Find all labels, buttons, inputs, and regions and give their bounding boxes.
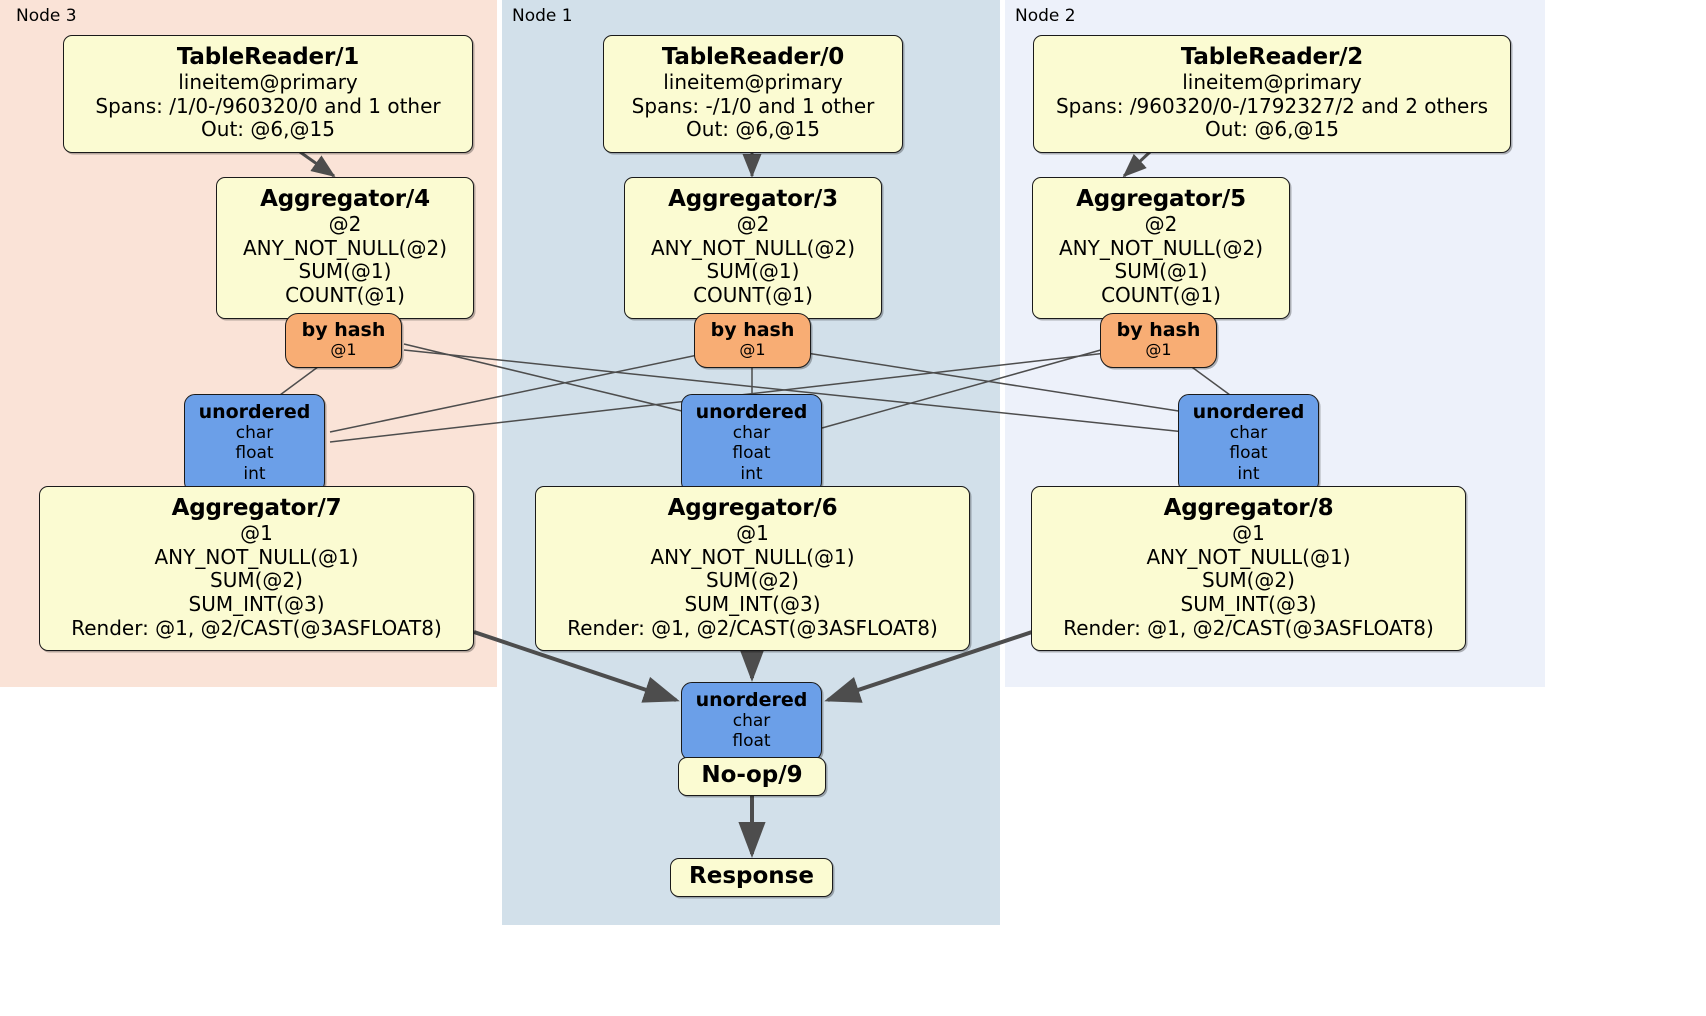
processor-title: No-op/9 [701,762,803,788]
processor-aggregator-4[interactable]: Aggregator/4 @2 ANY_NOT_NULL(@2) SUM(@1)… [216,177,474,319]
processor-detail: ANY_NOT_NULL(@2) [243,235,447,260]
processor-detail: SUM(@1) [706,259,800,284]
synchronizer-type: char [235,423,274,444]
processor-detail: lineitem@primary [178,70,358,95]
processor-detail: lineitem@primary [1182,70,1362,95]
processor-detail: Out: @6,@15 [686,117,820,142]
processor-detail: @2 [736,212,770,237]
synchronizer-type: float [732,731,771,752]
processor-detail: @2 [1144,212,1178,237]
processor-table-reader-2[interactable]: TableReader/2 lineitem@primary Spans: /9… [1033,35,1511,153]
processor-detail: ANY_NOT_NULL(@2) [1059,235,1263,260]
processor-detail: SUM(@2) [1202,568,1295,593]
synchronizer-type: int [740,463,763,484]
synchronizer-type: char [732,711,771,732]
processor-noop-9[interactable]: No-op/9 [678,757,826,797]
processor-title: Aggregator/7 [171,495,342,521]
processor-table-reader-1[interactable]: TableReader/1 lineitem@primary Spans: /1… [63,35,473,153]
synchronizer-unordered-center[interactable]: unordered char float int [681,394,822,493]
processor-detail: SUM_INT(@3) [188,591,325,616]
processor-detail: Spans: /1/0-/960320/0 and 1 other [95,93,441,118]
processor-detail: ANY_NOT_NULL(@1) [154,544,359,569]
router-detail: @1 [1145,340,1172,360]
processor-title: Response [689,863,814,889]
router-title: by hash [710,319,795,341]
router-title: by hash [301,319,386,341]
processor-response[interactable]: Response [670,858,833,898]
router-by-hash-center[interactable]: by hash @1 [694,313,811,369]
synchronizer-type: float [235,443,274,464]
processor-render: Render: @1, @2/CAST(@3ASFLOAT8) [1063,615,1434,640]
processor-title: Aggregator/6 [667,495,838,521]
synchronizer-type: float [732,443,771,464]
synchronizer-title: unordered [198,401,311,423]
region-node3-label: Node 3 [16,6,77,26]
region-node2-label: Node 2 [1015,6,1076,26]
processor-detail: SUM(@2) [706,568,799,593]
processor-detail: Out: @6,@15 [201,117,335,142]
processor-detail: lineitem@primary [663,70,843,95]
processor-detail: @2 [328,212,362,237]
processor-table-reader-0[interactable]: TableReader/0 lineitem@primary Spans: -/… [603,35,903,153]
processor-aggregator-7[interactable]: Aggregator/7 @1 ANY_NOT_NULL(@1) SUM(@2)… [39,486,474,652]
processor-detail: SUM(@2) [210,568,303,593]
processor-detail: COUNT(@1) [693,282,813,307]
processor-title: TableReader/2 [1180,44,1364,70]
processor-render: Render: @1, @2/CAST(@3ASFLOAT8) [567,615,938,640]
synchronizer-title: unordered [695,401,808,423]
region-node1-label: Node 1 [512,6,573,26]
processor-render: Render: @1, @2/CAST(@3ASFLOAT8) [71,615,442,640]
synchronizer-type: char [732,423,771,444]
processor-detail: SUM_INT(@3) [1180,591,1317,616]
synchronizer-type: char [1229,423,1268,444]
synchronizer-type: float [1229,443,1268,464]
processor-title: Aggregator/3 [668,186,838,212]
processor-detail: Spans: /960320/0-/1792327/2 and 2 others [1055,93,1488,118]
synchronizer-type: int [243,463,266,484]
synchronizer-type: int [1237,463,1260,484]
synchronizer-unordered-right[interactable]: unordered char float int [1178,394,1319,493]
processor-aggregator-8[interactable]: Aggregator/8 @1 ANY_NOT_NULL(@1) SUM(@2)… [1031,486,1466,652]
router-title: by hash [1116,319,1201,341]
processor-detail: ANY_NOT_NULL(@1) [1146,544,1351,569]
processor-title: TableReader/0 [661,44,845,70]
synchronizer-unordered-left[interactable]: unordered char float int [184,394,325,493]
synchronizer-unordered-final[interactable]: unordered char float [681,682,822,761]
processor-title: Aggregator/8 [1163,495,1334,521]
synchronizer-title: unordered [1192,401,1305,423]
synchronizer-title: unordered [695,689,808,711]
router-by-hash-left[interactable]: by hash @1 [285,313,402,369]
processor-title: TableReader/1 [176,44,360,70]
processor-detail: SUM_INT(@3) [684,591,821,616]
processor-detail: SUM(@1) [1114,259,1208,284]
processor-detail: COUNT(@1) [1101,282,1221,307]
processor-detail: @1 [736,521,769,546]
processor-detail: Spans: -/1/0 and 1 other [631,93,875,118]
processor-title: Aggregator/5 [1076,186,1246,212]
processor-detail: ANY_NOT_NULL(@1) [650,544,855,569]
processor-aggregator-6[interactable]: Aggregator/6 @1 ANY_NOT_NULL(@1) SUM(@2)… [535,486,970,652]
processor-detail: COUNT(@1) [285,282,405,307]
processor-aggregator-3[interactable]: Aggregator/3 @2 ANY_NOT_NULL(@2) SUM(@1)… [624,177,882,319]
processor-detail: @1 [1232,521,1265,546]
processor-detail: SUM(@1) [298,259,392,284]
processor-detail: ANY_NOT_NULL(@2) [651,235,855,260]
processor-aggregator-5[interactable]: Aggregator/5 @2 ANY_NOT_NULL(@2) SUM(@1)… [1032,177,1290,319]
router-detail: @1 [739,340,766,360]
processor-detail: Out: @6,@15 [1205,117,1339,142]
processor-detail: @1 [240,521,273,546]
router-by-hash-right[interactable]: by hash @1 [1100,313,1217,369]
processor-title: Aggregator/4 [260,186,430,212]
router-detail: @1 [330,340,357,360]
